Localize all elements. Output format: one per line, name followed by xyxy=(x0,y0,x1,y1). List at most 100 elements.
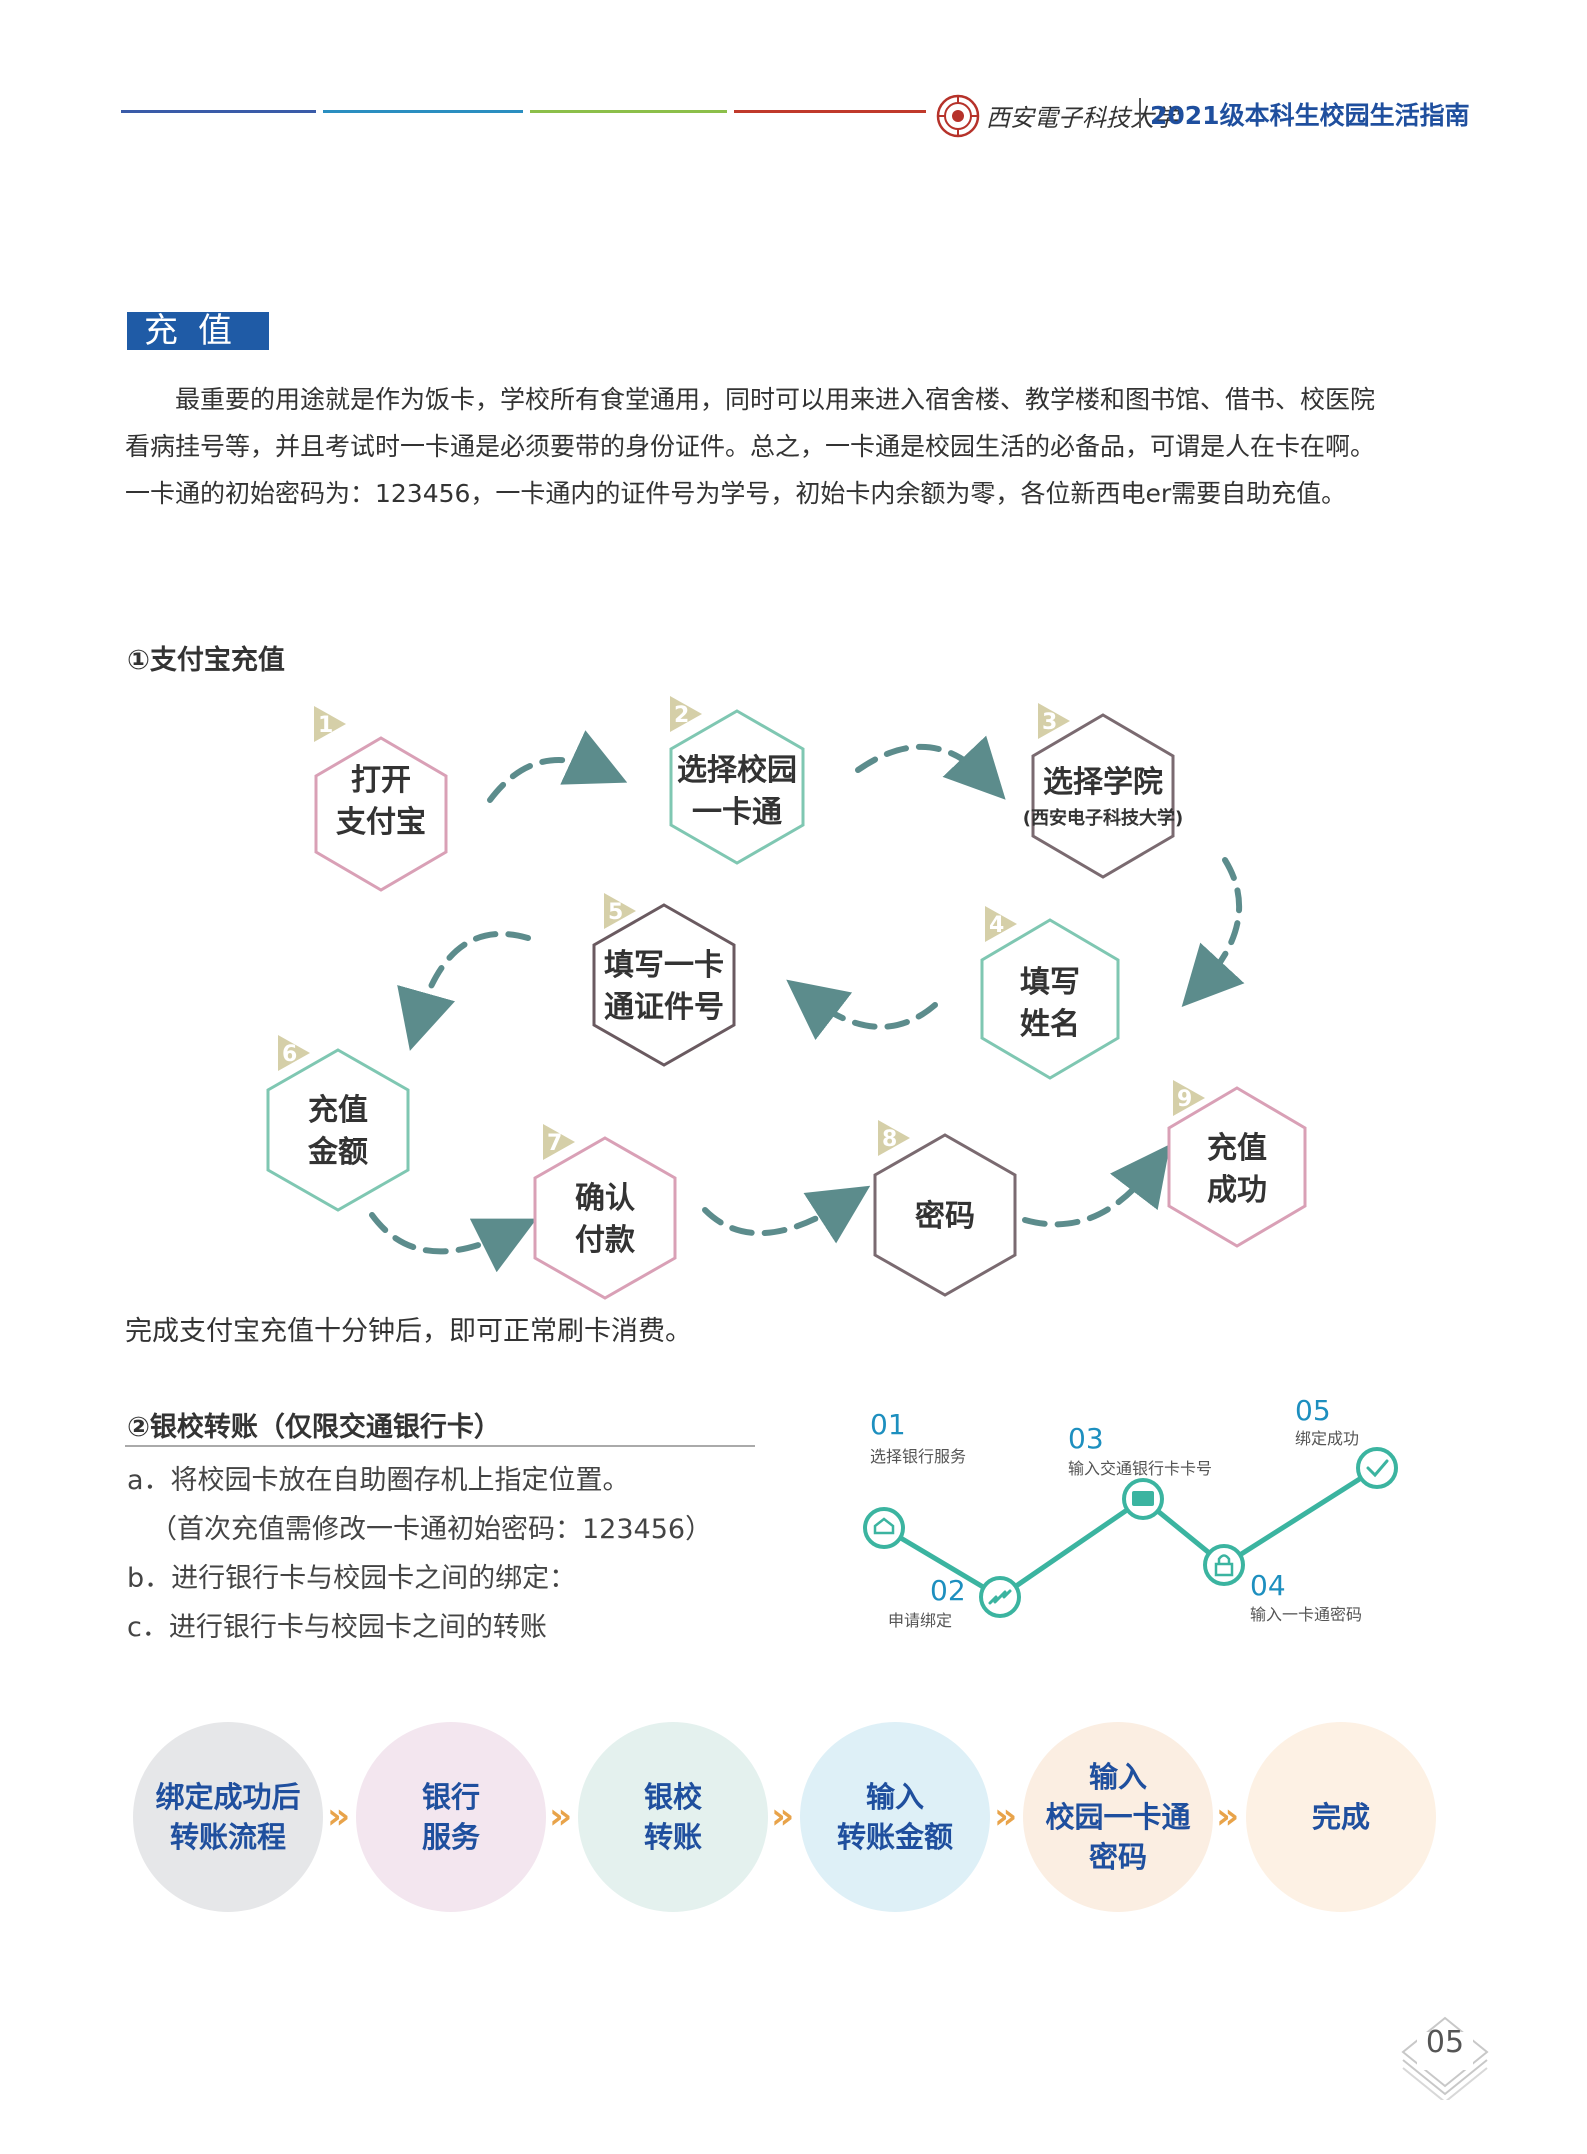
step-1-node: 1 打开 支付宝 xyxy=(314,706,448,892)
arrow-8-9 xyxy=(1022,1144,1171,1228)
step-9-line-2: 成功 xyxy=(1207,1173,1267,1208)
home-icon xyxy=(873,1517,895,1535)
bank-heading: ②银校转账（仅限交通银行卡） xyxy=(127,1412,501,1443)
arrow-6-7 xyxy=(369,1212,537,1273)
step-num-5: 5 xyxy=(608,900,623,925)
zigzag-num-05: 05 xyxy=(1295,1394,1331,1427)
step-3-node: 3 选择学院 (西安电子科技大学) xyxy=(1023,703,1183,879)
step-num-4: 4 xyxy=(989,913,1004,938)
step-2-node: 2 选择校园 一卡通 xyxy=(669,696,805,865)
zigzag-step-04: 04 输入一卡通密码 xyxy=(1203,1544,1362,1624)
step-num-6: 6 xyxy=(282,1042,297,1067)
flow-bubble-2: 银行 服务 xyxy=(356,1722,546,1912)
flow-bubble-3: 银校 转账 xyxy=(578,1722,768,1912)
step-badge-8 xyxy=(878,1120,910,1156)
intro-line-1: 最重要的用途就是作为饭卡，学校所有食堂通用，同时可以用来进入宿舍楼、教学楼和图书… xyxy=(175,385,1376,414)
university-logo-icon xyxy=(936,94,980,138)
step-8-line-1: 密码 xyxy=(915,1199,975,1234)
zigzag-step-02: 02 申请绑定 xyxy=(888,1574,1021,1630)
step-7-line-2: 付款 xyxy=(575,1223,636,1258)
arrow-5-6 xyxy=(397,931,531,1051)
alipay-steps-diagram: 1 打开 支付宝 2 选择校园 一卡通 3 选择学院 (西安电子科技大学) 4 … xyxy=(266,696,1307,1300)
zigzag-num-01: 01 xyxy=(870,1408,906,1441)
bank-item-b: b．进行银行卡与校园卡之间的绑定： xyxy=(127,1563,577,1594)
flow-bubble-4: 输入 转账金额 xyxy=(800,1722,990,1912)
step-1-line-1: 打开 xyxy=(351,763,411,798)
step-3-sub: (西安电子科技大学) xyxy=(1023,807,1183,829)
page-number-ornament-icon xyxy=(1401,2016,1489,2100)
step-badge-7 xyxy=(543,1124,575,1160)
bank-item-a-note: （首次充值需修改一卡通初始密码：123456） xyxy=(150,1514,713,1545)
step-8-node: 8 密码 xyxy=(873,1120,1017,1297)
step-num-2: 2 xyxy=(674,703,689,728)
card-icon xyxy=(1132,1491,1154,1506)
step-2-line-2: 一卡通 xyxy=(692,795,782,830)
step-num-9: 9 xyxy=(1177,1087,1192,1112)
flow-separator-5: » xyxy=(1216,1796,1240,1837)
arrow-7-8 xyxy=(702,1185,871,1244)
bank-item-c: c．进行银行卡与校园卡之间的转账 xyxy=(127,1612,547,1643)
step-badge-3 xyxy=(1038,703,1070,739)
zigzag-step-05: 05 绑定成功 xyxy=(1295,1394,1398,1489)
step-5-line-2: 通证件号 xyxy=(604,990,724,1025)
zigzag-num-04: 04 xyxy=(1250,1569,1286,1602)
step-4-line-1: 填写 xyxy=(1020,965,1080,1000)
flow-bubble-1: 绑定成功后 转账流程 xyxy=(133,1722,323,1912)
bank-item-a: a．将校园卡放在自助圈存机上指定位置。 xyxy=(127,1465,630,1496)
header-rule-red xyxy=(734,110,926,113)
university-name: 西安電子科技大学 xyxy=(986,104,1178,132)
step-7-node: 7 确认 付款 xyxy=(533,1124,677,1300)
zigzag-label-03: 输入交通银行卡卡号 xyxy=(1068,1459,1212,1478)
step-9-node: 9 充值 成功 xyxy=(1167,1080,1307,1248)
zigzag-label-02: 申请绑定 xyxy=(888,1611,952,1630)
step-6-line-2: 金额 xyxy=(307,1135,368,1170)
arrow-3-4 xyxy=(1181,857,1245,1008)
alipay-note: 完成支付宝充值十分钟后，即可正常刷卡消费。 xyxy=(125,1316,692,1347)
step-badge-2 xyxy=(670,696,702,732)
arrow-2-3 xyxy=(855,735,1006,800)
zigzag-step-03: 03 输入交通银行卡卡号 xyxy=(1068,1422,1212,1520)
intro-line-2: 看病挂号等，并且考试时一卡通是必须要带的身份证件。总之，一卡通是校园生活的必备品… xyxy=(125,432,1376,461)
step-3-line-1: 选择学院 xyxy=(1043,765,1163,800)
step-badge-6 xyxy=(278,1035,310,1071)
flow-separator-3: » xyxy=(771,1796,795,1837)
step-9-line-1: 充值 xyxy=(1207,1131,1267,1166)
flow-separator-2: » xyxy=(549,1796,573,1837)
header-rule-teal xyxy=(323,110,523,113)
step-4-line-2: 姓名 xyxy=(1020,1007,1080,1042)
flow-separator-1: » xyxy=(327,1796,351,1837)
guide-title: 2021级本科生校园生活指南 xyxy=(1150,101,1470,130)
zigzag-num-02: 02 xyxy=(930,1574,966,1607)
bank-heading-underline xyxy=(125,1445,755,1447)
step-5-node: 5 填写一卡 通证件号 xyxy=(592,893,736,1067)
step-num-1: 1 xyxy=(318,713,333,738)
step-num-7: 7 xyxy=(547,1131,562,1156)
lock-icon xyxy=(1214,1562,1234,1577)
step-badge-9 xyxy=(1173,1080,1205,1116)
section-title: 充值 xyxy=(127,312,269,350)
step-badge-5 xyxy=(604,893,636,929)
flow-bubble-6: 完成 xyxy=(1246,1722,1436,1912)
alipay-heading: ①支付宝充值 xyxy=(127,645,285,676)
intro-line-3: 一卡通的初始密码为：123456，一卡通内的证件号为学号，初始卡内余额为零，各位… xyxy=(125,479,1347,508)
zigzag-label-05: 绑定成功 xyxy=(1295,1429,1359,1448)
zigzag-num-03: 03 xyxy=(1068,1422,1104,1455)
arrow-1-2 xyxy=(487,730,628,803)
step-2-line-1: 选择校园 xyxy=(677,753,797,788)
zigzag-label-04: 输入一卡通密码 xyxy=(1250,1605,1362,1624)
step-num-3: 3 xyxy=(1042,710,1057,735)
step-5-line-1: 填写一卡 xyxy=(604,948,724,983)
arrow-4-5 xyxy=(786,979,938,1041)
flow-separator-4: » xyxy=(994,1796,1018,1837)
step-7-line-1: 确认 xyxy=(575,1181,635,1216)
step-6-node: 6 充值 金额 xyxy=(266,1035,410,1212)
flow-bubble-5: 输入 校园一卡通 密码 xyxy=(1023,1722,1213,1912)
step-4-node: 4 填写 姓名 xyxy=(980,906,1120,1080)
check-icon xyxy=(1366,1459,1389,1478)
step-6-line-1: 充值 xyxy=(308,1093,368,1128)
header-rule-green xyxy=(530,110,727,113)
bank-zigzag-diagram: 01 选择银行服务 02 申请绑定 03 输入交通银行卡卡号 04 输入一卡通密… xyxy=(863,1394,1398,1630)
page-number: 05 xyxy=(1425,2025,1465,2060)
link-icon xyxy=(988,1589,1012,1605)
header-separator xyxy=(1139,98,1141,128)
